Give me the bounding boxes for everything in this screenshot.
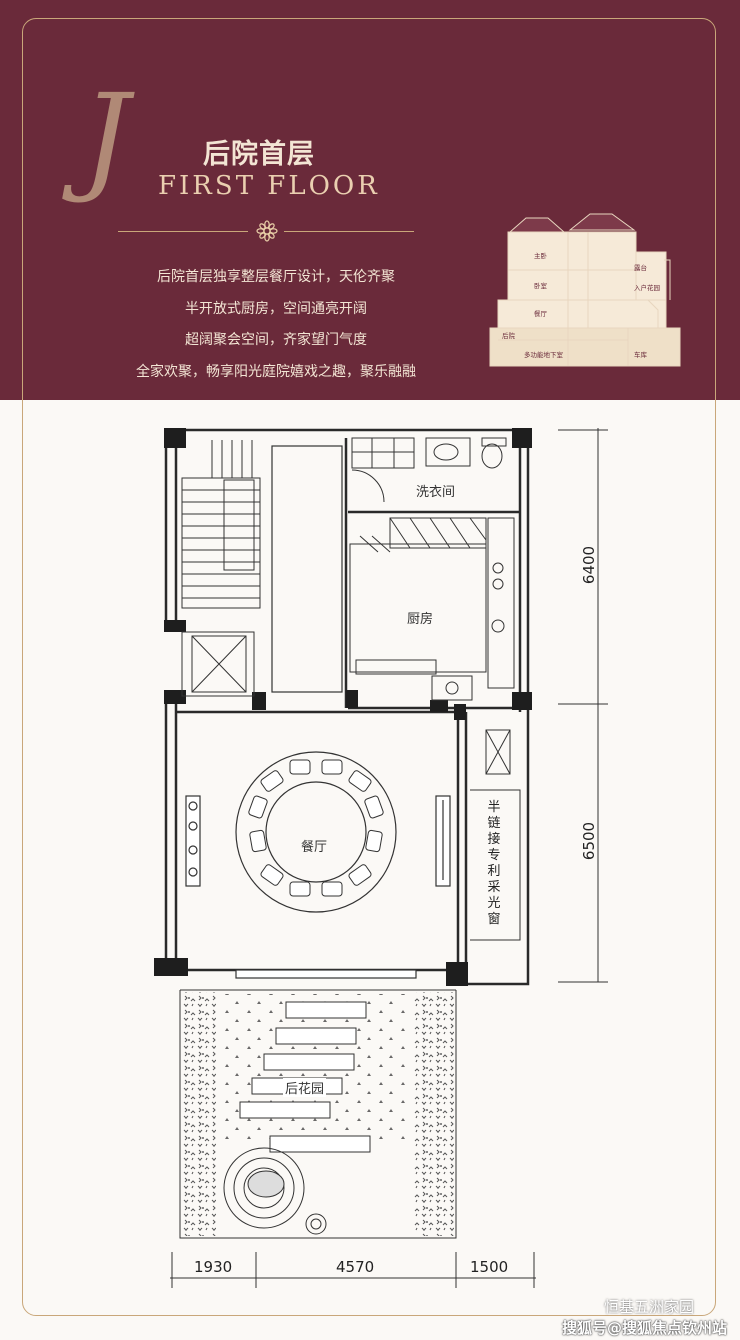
dimension-right-bottom: 6500 [580,821,599,861]
watermark-account: 恒基五洲家园 [604,1298,695,1316]
skylight-char: 半 [487,800,501,815]
thumb-label: 多功能地下室 [524,350,564,359]
room-label-kitchen: 厨房 [407,612,434,627]
skylight-char: 接 [487,832,501,847]
dimension-bottom-right: 1500 [470,1258,509,1276]
skylight-char: 利 [487,864,501,879]
room-label-garden: 后花园 [283,1078,327,1097]
skylight-char: 采 [487,880,501,895]
dimension-bottom-middle: 4570 [336,1258,375,1276]
decorative-letter: J [82,68,130,206]
divider-left [118,231,248,232]
description-line: 全家欢聚，畅享阳光庭院嬉戏之趣，聚乐融融 [136,363,416,380]
section-diagram: 主卧 卧室 露台 入户花园 餐厅 后院 多功能地下室 车库 [489,213,681,367]
room-label-dining: 餐厅 [301,840,328,855]
skylight-char: 专 [487,848,501,863]
dimension-right-top: 6400 [580,545,599,585]
room-label-laundry: 洗衣间 [416,485,456,500]
skylight-char: 链 [487,816,501,831]
thumb-label: 后院 [502,331,516,340]
skylight-char: 光 [487,896,501,911]
thumb-label: 入户花园 [634,283,660,292]
divider-right [284,231,414,232]
thumb-label: 主卧 [534,251,548,260]
thumb-label: 餐厅 [534,309,548,318]
description-line: 超阔聚会空间，齐家望门气度 [185,332,367,348]
skylight-label: 半链接专利采光窗 [486,800,502,928]
description: 后院首层独享整层餐厅设计，天伦齐聚 半开放式厨房，空间通亮开阔 超阔聚会空间，齐… [118,262,434,388]
floor-plan [154,428,608,1288]
description-line: 半开放式厨房，空间通亮开阔 [185,300,367,317]
watermark-source: 搜狐号@搜狐焦点钦州站 [562,1319,728,1337]
description-line: 后院首层独享整层餐厅设计，天伦齐聚 [157,269,395,285]
dimension-bottom-left: 1930 [194,1258,233,1276]
title-cn: 后院首层 [203,139,315,170]
skylight-char: 窗 [487,912,501,927]
thumb-label: 卧室 [534,281,548,290]
flower-icon [256,220,278,242]
title-en: FIRST FLOOR [158,171,380,201]
thumb-label: 车库 [634,350,648,359]
thumb-label: 露台 [634,263,647,272]
